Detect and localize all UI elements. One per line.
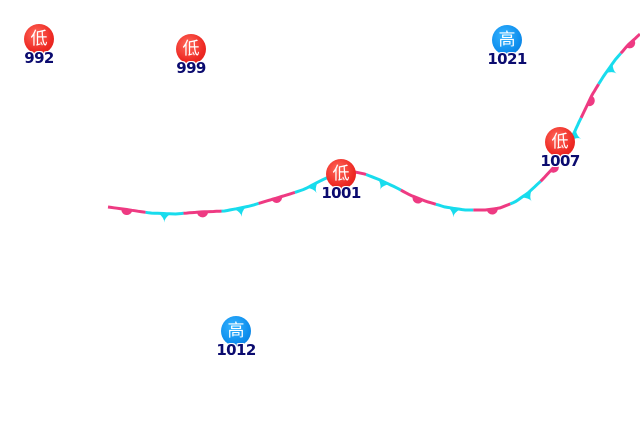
warm-front-semicircle-icon — [121, 208, 133, 216]
low-pressure-center-999: 低 999 — [161, 34, 221, 77]
pressure-label: 992 — [24, 49, 54, 67]
high-pressure-icon: 高 — [492, 25, 522, 55]
cold-front-segment — [365, 173, 402, 192]
high-pressure-center-1021: 高 1021 — [477, 25, 537, 68]
cold-front-triangle-icon — [448, 207, 461, 218]
warm-front-semicircle-icon — [586, 95, 595, 107]
warm-front-segment — [400, 188, 437, 206]
warm-front-segment — [473, 202, 511, 212]
warm-front-segment — [183, 209, 222, 215]
warm-front-semicircle-icon — [271, 196, 283, 203]
cold-front-segment — [509, 180, 542, 206]
warm-front-semicircle-icon — [486, 208, 498, 215]
warm-front-semicircle-icon — [197, 211, 209, 218]
warm-front-semicircle-icon — [549, 163, 559, 173]
low-pressure-icon: 低 — [24, 24, 54, 54]
low-pressure-center-1001: 低 1001 — [311, 159, 371, 202]
low-pressure-icon: 低 — [545, 127, 575, 157]
warm-front-semicircle-icon — [412, 196, 423, 204]
low-pressure-icon: 低 — [176, 34, 206, 64]
warm-front-segment — [107, 205, 146, 214]
pressure-label: 1007 — [540, 152, 580, 170]
high-pressure-icon: 高 — [221, 316, 251, 346]
pressure-label: 1021 — [487, 50, 527, 68]
cold-front-triangle-icon — [234, 206, 246, 217]
warm-front-semicircle-icon — [625, 39, 636, 49]
pressure-label: 999 — [176, 59, 206, 77]
warm-front-segment — [619, 32, 640, 55]
pressure-label: 1012 — [216, 341, 256, 359]
low-pressure-icon: 低 — [326, 159, 356, 189]
high-pressure-center-1012: 高 1012 — [206, 316, 266, 359]
cold-front-triangle-icon — [307, 182, 318, 193]
cold-front-triangle-icon — [158, 213, 171, 223]
cold-front-triangle-icon — [378, 179, 390, 190]
low-pressure-center-1007: 低 1007 — [530, 127, 590, 170]
cold-front-triangle-icon — [605, 63, 617, 74]
pressure-label: 1001 — [321, 184, 361, 202]
cold-front-triangle-icon — [521, 190, 532, 202]
low-pressure-center-992: 低 992 — [9, 24, 69, 67]
cold-front-segment — [294, 175, 331, 194]
